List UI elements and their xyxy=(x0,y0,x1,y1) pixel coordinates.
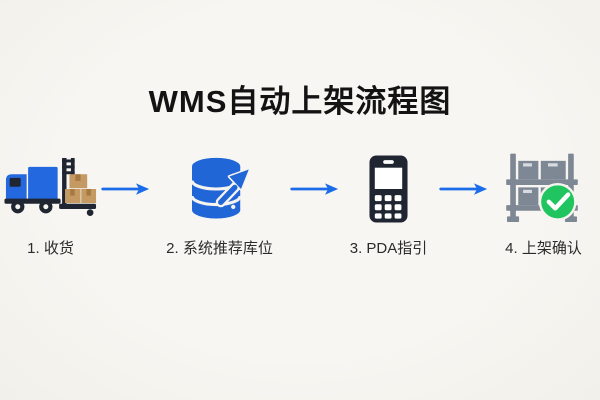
pda-svg xyxy=(369,155,408,223)
step-label-system-recommend: 2. 系统推荐库位 xyxy=(166,240,273,257)
step-receiving: 1. 收货 xyxy=(1,150,101,258)
flow-arrow-icon xyxy=(438,180,488,198)
right-arrow-svg xyxy=(100,183,149,195)
database-recommend-icon xyxy=(185,150,255,228)
right-arrow-svg xyxy=(438,183,487,195)
step-label-shelf-confirm: 4. 上架确认 xyxy=(505,240,582,257)
pda-device-icon xyxy=(365,150,412,228)
shelf-check-icon xyxy=(500,150,588,228)
right-arrow-svg xyxy=(289,183,338,195)
truck-with-boxes-icon xyxy=(3,150,99,228)
step-pda-guide: 3. PDA指引 xyxy=(339,150,439,258)
shelf-check-svg xyxy=(505,153,578,222)
database-svg xyxy=(189,157,250,219)
flow-arrow-icon xyxy=(289,180,339,198)
process-flow: 1. 收货 xyxy=(0,150,600,258)
flow-arrow-icon xyxy=(100,180,150,198)
step-shelf-confirm: 4. 上架确认 xyxy=(488,150,600,258)
step-label-receiving: 1. 收货 xyxy=(27,240,74,257)
step-system-recommend: 2. 系统推荐库位 xyxy=(150,150,290,258)
truck-with-boxes-svg xyxy=(3,157,96,216)
step-label-pda-guide: 3. PDA指引 xyxy=(349,240,428,257)
page-title: WMS自动上架流程图 xyxy=(148,84,452,119)
